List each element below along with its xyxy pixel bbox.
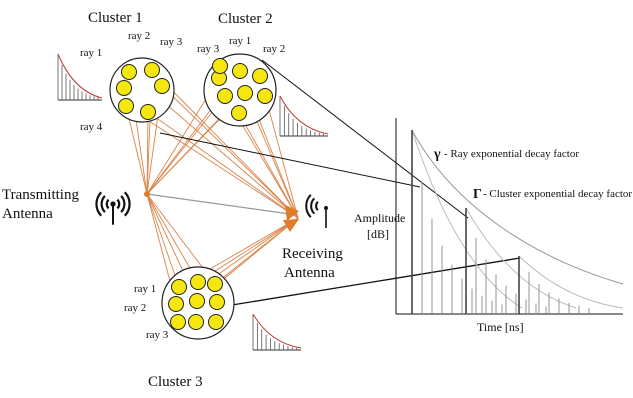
path-tx-to-scatterer [146, 111, 149, 195]
connector-cluster-2 [261, 59, 469, 219]
path-tx-to-scatterer [146, 193, 180, 288]
receiving-antenna-wave-1 [315, 201, 319, 211]
receiving-label-line-2: Antenna [284, 265, 335, 281]
plot-ylabel-line-1: Amplitude [354, 211, 406, 225]
cluster-1-scatterer-1 [121, 64, 137, 80]
ray-envelope-2 [465, 207, 577, 309]
cluster-3-scatterer-8 [188, 314, 204, 330]
cluster-3-scatterer-7 [170, 314, 186, 330]
cluster-2-ray-1-label: ray 1 [229, 35, 252, 47]
rx-arrow-head-2 [283, 219, 299, 232]
cluster-2-scatterer-2 [232, 63, 248, 79]
tx-origin-dot [144, 191, 150, 197]
cluster-2-scatterer-7 [231, 105, 247, 121]
cluster-3-profile-envelope [252, 313, 302, 349]
cluster-2-scatterer-3 [252, 68, 268, 84]
cluster-3-ray-1-label: ray 1 [134, 283, 157, 295]
cluster-2-profile-envelope [279, 95, 329, 135]
receiving-label-line-1: Receiving [282, 246, 343, 262]
cluster-3-ray-2-label: ray 2 [124, 302, 147, 314]
cluster-1-scatterer-5 [140, 104, 156, 120]
transmitting-label-line-1: Transmitting [2, 187, 79, 203]
cluster-1-scatterer-3 [154, 78, 170, 94]
cluster-3-scatterer-9 [208, 314, 224, 330]
gamma-description: - Ray exponential decay factor [444, 148, 579, 160]
transmitting-antenna-wave-left-2 [100, 195, 106, 213]
transmitting-label-line-2: Antenna [2, 206, 53, 222]
transmitting-antenna-tip [110, 201, 116, 207]
cluster-2-scatterer-6 [257, 88, 273, 104]
cluster-3-scatterer-2 [190, 274, 206, 290]
cluster-2-scatterer-4 [217, 88, 233, 104]
path-tx-to-scatterer [146, 193, 199, 283]
cluster-3-scatterer-3 [207, 276, 223, 292]
cluster-3-label: Cluster 3 [148, 374, 203, 390]
cluster-2-scatterer-8 [212, 58, 228, 74]
cluster-3-scatterer-5 [189, 293, 205, 309]
cluster-2-scatterer-5 [237, 85, 253, 101]
connector-cluster-1 [159, 132, 421, 188]
cluster-1-ray-3-label: ray 3 [160, 36, 183, 48]
receiving-antenna-wave-2 [310, 197, 316, 215]
cluster-1-label: Cluster 1 [88, 10, 143, 26]
cluster-shapes [109, 53, 277, 340]
transmitting-antenna-wave-left-1 [105, 198, 110, 210]
cluster-power-profiles [57, 53, 329, 351]
transmitting-antenna-wave-right-2 [120, 195, 126, 213]
path-scatterer-to-rx [161, 85, 299, 219]
ray-envelope-3 [518, 255, 624, 309]
cluster-3-scatterer-4 [168, 296, 184, 312]
cluster-1-ray-2-label: ray 2 [128, 30, 151, 42]
receiving-antenna-wave-3 [305, 194, 312, 218]
plot-xlabel: Time [ns] [477, 320, 524, 334]
rx-arrow-head-1 [285, 205, 299, 221]
path-tx-to-scatterer [125, 105, 148, 195]
cluster-1-profile-envelope [57, 53, 103, 99]
cluster-2-ray-3-label: ray 3 [197, 43, 220, 55]
cluster-3-ray-3-label: ray 3 [146, 329, 169, 341]
cluster-2-ray-2-label: ray 2 [263, 43, 286, 55]
direct-path [146, 193, 291, 215]
cluster-1-ray-4-label: ray 4 [80, 121, 103, 133]
path-scatterer-to-rx [125, 105, 299, 219]
path-scatterer-to-rx [151, 69, 299, 219]
cluster-1-scatterer-6 [116, 80, 132, 96]
transmitting-antenna-wave-left-3 [95, 191, 103, 217]
receiving-antenna-tip [324, 206, 328, 210]
connector-cluster-3 [231, 257, 521, 306]
Gamma-description: - Cluster exponential decay factor [483, 188, 633, 200]
cluster-1-scatterer-4 [118, 98, 134, 114]
gamma-symbol: γ [434, 147, 441, 162]
cluster-envelope-Gamma [411, 129, 624, 285]
cluster-3-scatterer-1 [171, 279, 187, 295]
plot-ylabel-line-2: [dB] [367, 227, 389, 241]
cluster-1-scatterer-2 [144, 62, 160, 78]
power-delay-plot [395, 118, 624, 315]
transmitting-antenna-wave-right-3 [123, 191, 131, 217]
path-scatterer-to-rx [147, 111, 299, 219]
cluster-2-label: Cluster 2 [218, 11, 273, 27]
cluster-3-scatterer-6 [209, 294, 225, 310]
Gamma-symbol: Γ [473, 187, 482, 202]
antennas [95, 191, 328, 228]
cluster-1-ray-1-label: ray 1 [80, 47, 103, 59]
transmitting-antenna-wave-right-1 [116, 198, 121, 210]
